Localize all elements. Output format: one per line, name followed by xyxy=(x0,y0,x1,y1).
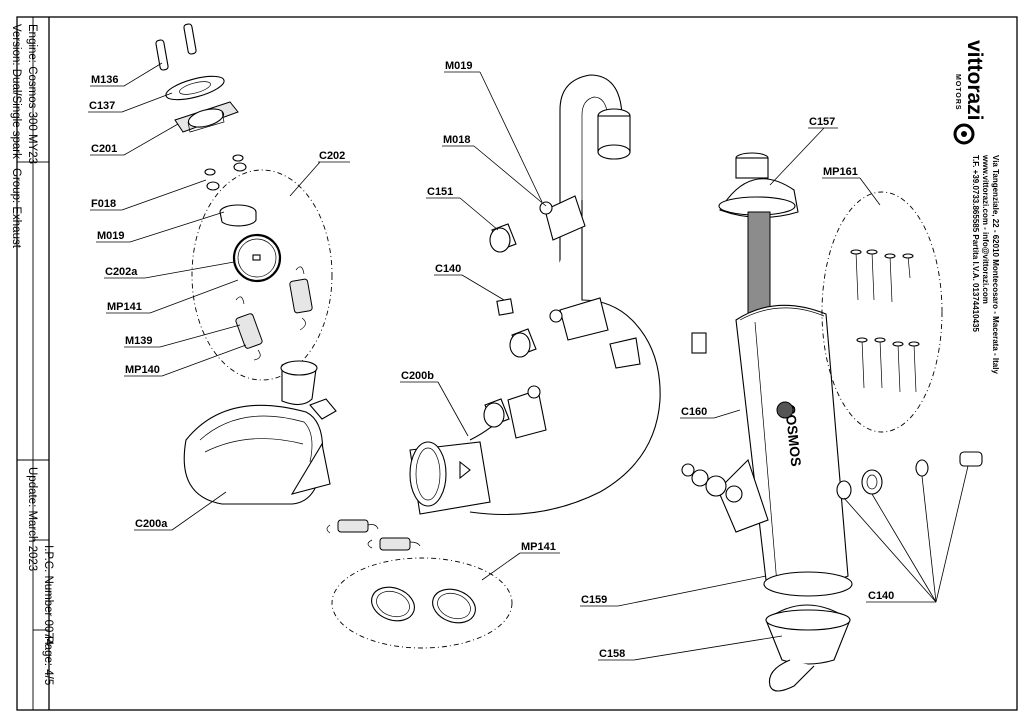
c200b-pipe xyxy=(409,74,661,516)
label-mp161: MP161 xyxy=(823,166,858,178)
company-address: Via Tangenziale, 22 - 62010 Montecosaro … xyxy=(991,155,1000,374)
mp141-clamps-group xyxy=(331,557,513,649)
label-c200b: C200b xyxy=(401,370,434,382)
label-c159: C159 xyxy=(581,594,607,606)
label-m019-left: M019 xyxy=(97,230,125,242)
leader-lines xyxy=(121,62,969,661)
c140-bracket-small xyxy=(691,332,707,354)
c151-mounts xyxy=(483,201,563,428)
update-label: Update: March 2023 xyxy=(26,467,38,571)
label-m019-top: M019 xyxy=(445,60,473,72)
company-block: vittorazi MOTORS Via Tangenziale, 22 - 6… xyxy=(953,40,1000,374)
engine-label: Engine: Cosmos 300 MY23 xyxy=(26,24,38,164)
company-phone: T.F. +39.0733.865585 Partita I.V.A. 0137… xyxy=(971,155,980,333)
c202-group-outline xyxy=(191,169,333,381)
label-c201: C201 xyxy=(91,143,117,155)
label-c137: C137 xyxy=(89,100,115,112)
brand-logo-icon xyxy=(953,123,975,145)
ipc-label: I.P.C. Number 0074 xyxy=(42,545,54,646)
version-label: Version: Dual/Single spark xyxy=(10,24,22,159)
label-c202: C202 xyxy=(319,150,345,162)
m019-cap xyxy=(219,204,257,227)
label-c140-right: C140 xyxy=(868,590,894,602)
mp140-springs-loose xyxy=(326,519,421,551)
muffler-brand-text: COSMOS xyxy=(782,404,804,468)
drawing-frame xyxy=(16,16,1018,711)
c201-flange xyxy=(174,101,239,133)
m139-springs xyxy=(235,266,313,361)
group-label: Group: Exhaust xyxy=(10,168,22,249)
label-m136: M136 xyxy=(91,74,119,86)
label-m018: M018 xyxy=(443,134,471,146)
label-c140-mid: C140 xyxy=(435,263,461,275)
f018-nuts xyxy=(204,154,247,191)
manifold-group xyxy=(155,23,337,505)
label-m139: M139 xyxy=(125,335,153,347)
label-c157: C157 xyxy=(809,116,835,128)
label-c158: C158 xyxy=(599,648,625,660)
label-f018: F018 xyxy=(91,198,116,210)
label-mp141-left: MP141 xyxy=(107,301,142,313)
company-web: www.vittorazi.com - info@vittorazi.com xyxy=(981,154,990,304)
c140-washer-mid xyxy=(496,298,514,316)
part-labels: M136 C137 C201 F018 M019 C202a MP141 M13… xyxy=(89,60,894,660)
label-c202a: C202a xyxy=(105,266,138,278)
c200a-header xyxy=(183,360,337,505)
page-label: Page: 4/5 xyxy=(42,636,54,685)
c202a-ring xyxy=(232,233,282,283)
m136-pins xyxy=(155,23,197,71)
c140-hardware-right xyxy=(681,451,983,503)
brand-sub-text: MOTORS xyxy=(954,74,961,111)
label-mp140: MP140 xyxy=(125,364,160,376)
silencer-group: COSMOS xyxy=(717,152,853,692)
label-c200a: C200a xyxy=(135,518,168,530)
label-c160: C160 xyxy=(681,406,707,418)
label-mp141-bottom: MP141 xyxy=(521,541,556,553)
c137-gasket xyxy=(165,75,225,101)
title-block: Engine: Cosmos 300 MY23 Version: Dual/Si… xyxy=(10,24,54,685)
label-c151: C151 xyxy=(427,186,453,198)
label-underlines xyxy=(88,71,936,661)
brand-logo-text: vittorazi xyxy=(963,40,986,121)
mp161-rivets-group xyxy=(821,191,943,433)
